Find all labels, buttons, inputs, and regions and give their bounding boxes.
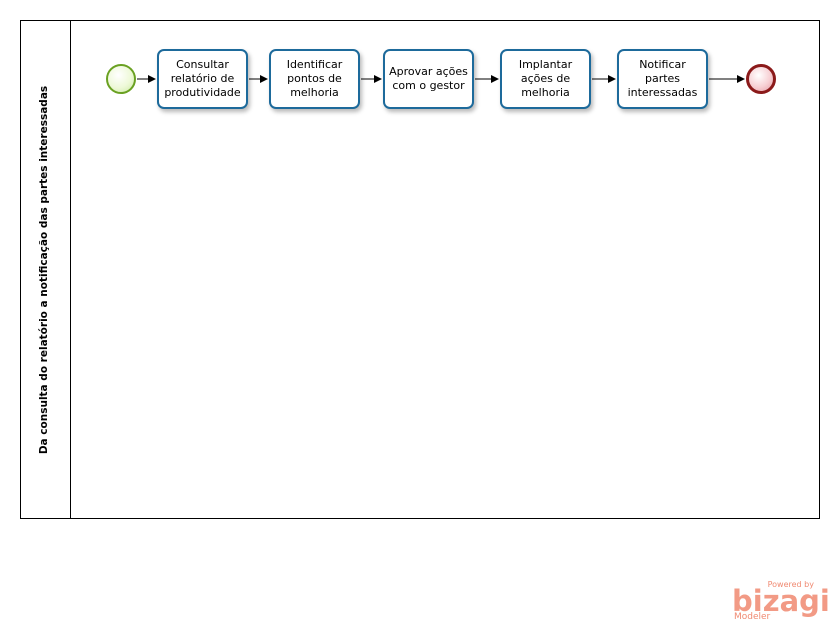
powered-by-label: Powered by	[767, 580, 814, 589]
product-name: Modeler	[734, 612, 771, 622]
task-consultar-relatorio[interactable]: Consultar relatório de produtividade	[157, 49, 248, 109]
task-notificar-partes[interactable]: Notificar partes interessadas	[617, 49, 708, 109]
start-event[interactable]	[106, 64, 136, 94]
bizagi-logo: Powered by bizagi Modeler	[732, 580, 830, 626]
lane-header	[20, 20, 71, 519]
task-aprovar-acoes[interactable]: Aprovar ações com o gestor	[383, 49, 474, 109]
end-event[interactable]	[746, 64, 776, 94]
task-identificar-pontos[interactable]: Identificar pontos de melhoria	[269, 49, 360, 109]
brand-name: bizagi	[732, 584, 830, 618]
task-implantar-acoes[interactable]: Implantar ações de melhoria	[500, 49, 591, 109]
